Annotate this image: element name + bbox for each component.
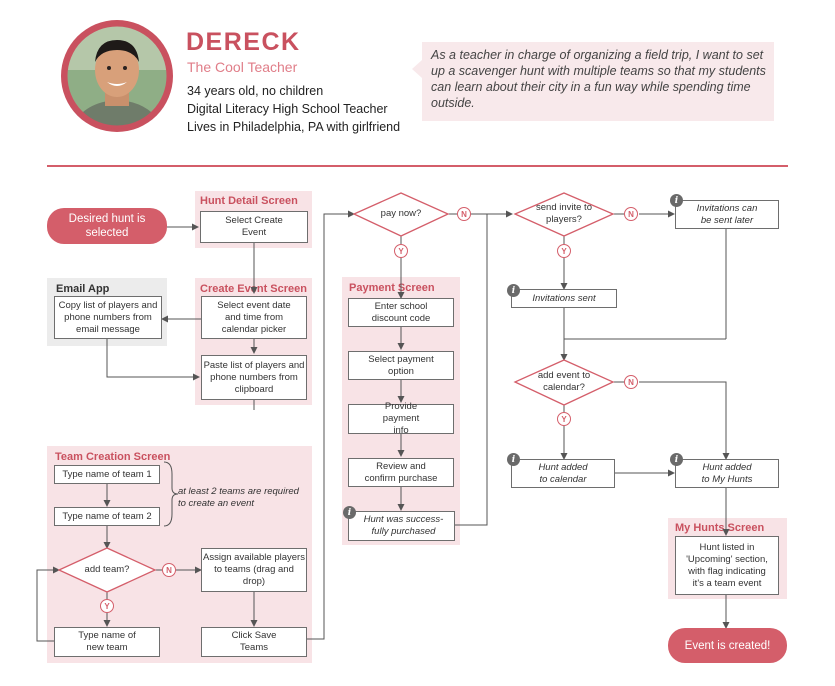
added-calendar-box: Hunt added to calendar	[511, 459, 615, 488]
persona-role: The Cool Teacher	[187, 59, 298, 75]
review-purchase-box: Review and confirm purchase	[348, 458, 454, 487]
info-icon: i	[670, 194, 683, 207]
quote-pointer	[412, 60, 422, 78]
add-team-label: add team?	[84, 564, 130, 575]
add-calendar-diamond	[513, 359, 615, 406]
pay-now-diamond	[352, 192, 450, 237]
assign-players-box: Assign available players to teams (drag …	[201, 548, 307, 592]
info-icon: i	[507, 284, 520, 297]
info-icon: i	[343, 506, 356, 519]
pay-now-no-badge: N	[457, 207, 471, 221]
send-invite-diamond	[513, 192, 615, 237]
team-2-box: Type name of team 2	[54, 507, 160, 526]
team-creation-title: Team Creation Screen	[55, 451, 171, 463]
email-app-title: Email App	[56, 283, 110, 295]
avatar	[61, 20, 173, 132]
header-divider	[47, 165, 788, 167]
provide-payment-box: Provide payment info	[348, 401, 454, 436]
invites-sent-box: Invitations sent	[511, 289, 617, 308]
avatar-photo-icon	[64, 23, 170, 129]
info-icon: i	[670, 453, 683, 466]
discount-code-box: Enter school discount code	[348, 298, 454, 327]
pay-now-label: pay now?	[380, 208, 422, 219]
hunt-listed-box: Hunt listed in 'Upcoming' section, with …	[675, 536, 779, 595]
add-calendar-label: add event to calendar?	[537, 370, 591, 393]
add-team-diamond	[57, 547, 157, 593]
end-pill: Event is created!	[668, 628, 787, 663]
persona-quote: As a teacher in charge of organizing a f…	[422, 42, 774, 121]
send-invite-no-badge: N	[624, 207, 638, 221]
persona-quote-text: As a teacher in charge of organizing a f…	[431, 48, 766, 110]
myhunts-title: My Hunts Screen	[675, 522, 765, 534]
add-calendar-no-badge: N	[624, 375, 638, 389]
team-1-box: Type name of team 1	[54, 465, 160, 484]
add-team-yes-badge: Y	[100, 599, 114, 613]
add-team-no-badge: N	[162, 563, 176, 577]
start-pill: Desired hunt is selected	[47, 208, 167, 244]
save-teams-box: Click Save Teams	[201, 627, 307, 657]
payment-title: Payment Screen	[349, 282, 435, 294]
select-date-box: Select event date and time from calendar…	[201, 296, 307, 339]
persona-bio-job: Digital Literacy High School Teacher	[187, 102, 388, 116]
persona-bio-age: 34 years old, no children	[187, 84, 324, 98]
invites-later-box: Invitations can be sent later	[675, 200, 779, 229]
add-calendar-yes-badge: Y	[557, 412, 571, 426]
send-invite-yes-badge: Y	[557, 244, 571, 258]
select-create-event-box: Select Create Event	[200, 211, 308, 243]
persona-bio-location: Lives in Philadelphia, PA with girlfrien…	[187, 120, 401, 134]
send-invite-label: send invite to players?	[536, 202, 592, 225]
copy-players-box: Copy list of players and phone numbers f…	[54, 296, 162, 339]
paste-players-box: Paste list of players and phone numbers …	[201, 355, 307, 400]
select-payment-box: Select payment option	[348, 351, 454, 380]
persona-name: DERECK	[186, 28, 301, 56]
team-min-note: at least 2 teams are required to create …	[178, 486, 299, 509]
hunt-detail-title: Hunt Detail Screen	[200, 195, 298, 207]
info-icon: i	[507, 453, 520, 466]
purchase-success-box: Hunt was success-fully purchased	[348, 511, 455, 541]
new-team-box: Type name of new team	[54, 627, 160, 657]
pay-now-yes-badge: Y	[394, 244, 408, 258]
added-myhunts-box: Hunt added to My Hunts	[675, 459, 779, 488]
